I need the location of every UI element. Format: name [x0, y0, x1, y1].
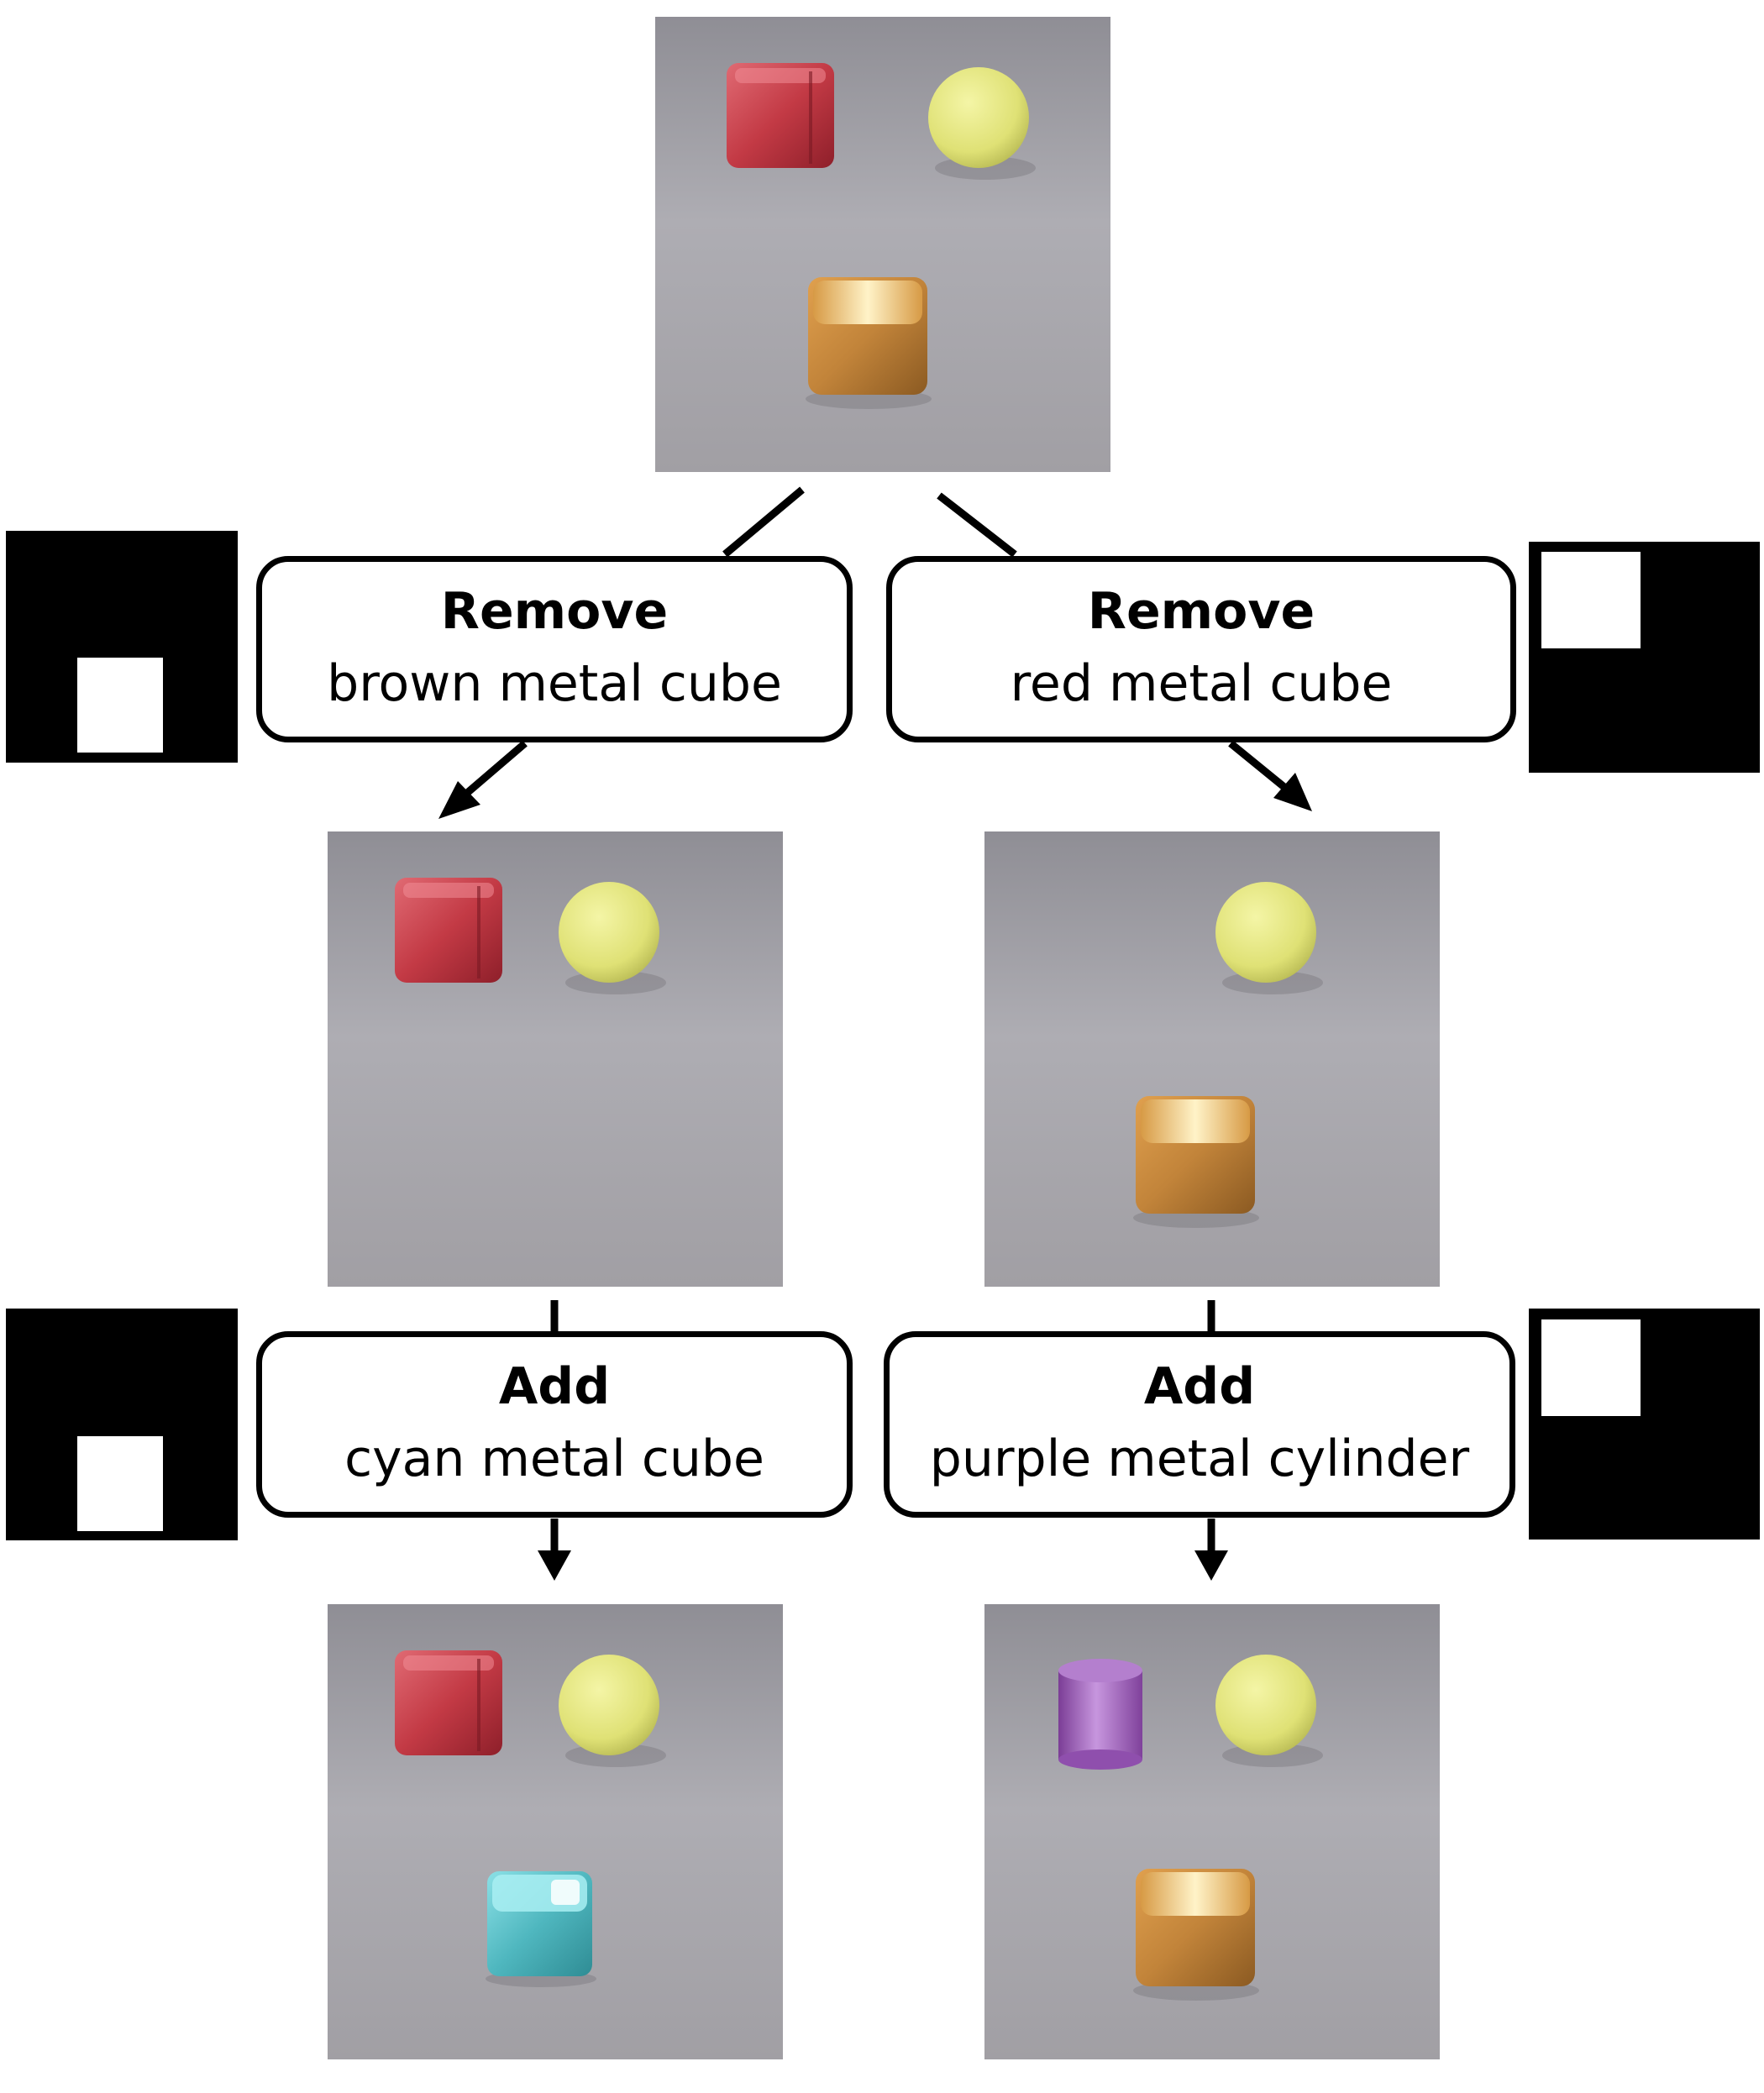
red-metal-cube: [725, 61, 836, 170]
connector-root-left: [722, 486, 805, 558]
red-metal-cube: [393, 876, 504, 984]
op-action: Add: [498, 1357, 611, 1416]
scene-original: [655, 17, 1110, 472]
scene-brown-removed: [328, 831, 783, 1287]
arrow-remove-brown-out: [438, 740, 528, 819]
scene-red-removed: [984, 831, 1440, 1287]
connector-root-right: [937, 492, 1017, 558]
op-remove-red: Remove red metal cube: [886, 556, 1516, 742]
op-target: purple metal cylinder: [929, 1429, 1470, 1488]
scene-cyan-added: [328, 1604, 783, 2059]
arrow-remove-red-out: [1228, 740, 1312, 811]
mask-brown-cube: [6, 531, 238, 763]
purple-metal-cylinder: [1058, 1659, 1142, 1770]
scene-purple-added: [984, 1604, 1440, 2059]
op-action: Remove: [1087, 582, 1315, 641]
op-target: cyan metal cube: [344, 1429, 764, 1488]
arrows: [438, 740, 1312, 1581]
op-action: Add: [1143, 1357, 1256, 1416]
op-remove-brown: Remove brown metal cube: [256, 556, 853, 742]
op-add-purple: Add purple metal cylinder: [884, 1331, 1515, 1518]
op-action: Remove: [440, 582, 669, 641]
arrow-add-cyan-out: [538, 1519, 571, 1581]
brown-metal-cube: [806, 277, 932, 409]
mask-purple-cylinder: [1529, 1309, 1760, 1540]
op-add-cyan: Add cyan metal cube: [256, 1331, 853, 1518]
mask-cyan-cube: [6, 1309, 238, 1540]
connectors: [550, 486, 1215, 1335]
op-target: red metal cube: [1010, 654, 1393, 713]
mask-red-cube: [1529, 542, 1760, 773]
op-target: brown metal cube: [327, 654, 782, 713]
arrow-add-purple-out: [1194, 1519, 1228, 1581]
cyan-metal-cube: [486, 1871, 596, 1987]
brown-metal-cube: [1133, 1096, 1259, 1228]
brown-metal-cube: [1133, 1869, 1259, 2001]
red-metal-cube: [393, 1649, 504, 1757]
